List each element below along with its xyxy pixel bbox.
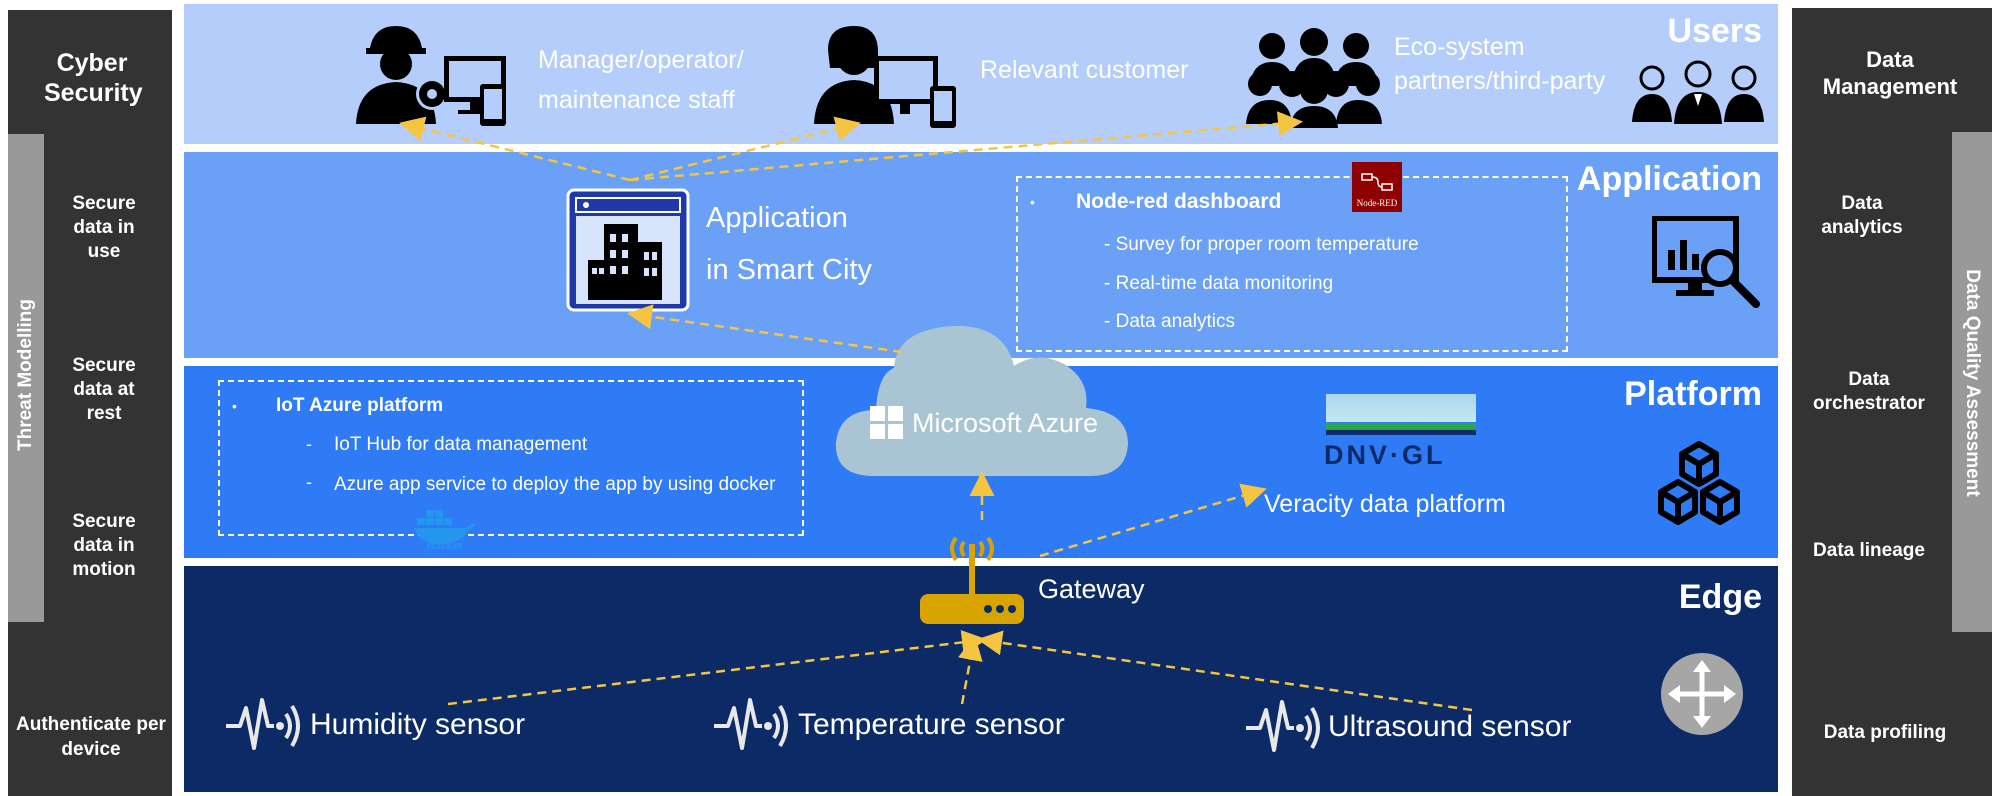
data-profiling-item: Data profiling xyxy=(1823,722,1947,743)
manager-label: Manager/operator/ maintenance staff xyxy=(538,46,744,114)
customer-label: Relevant customer xyxy=(980,56,1189,84)
temperature-label: Temperature sensor xyxy=(798,708,1065,741)
gateway-router-icon xyxy=(920,536,1024,624)
move-arrows-icon xyxy=(1661,653,1743,735)
users-people-icon xyxy=(1632,60,1764,124)
data-quality-bar xyxy=(1952,132,1992,632)
windows-logo-icon xyxy=(870,406,903,439)
arrow-ultrasound-to-gateway xyxy=(977,630,1473,712)
partners-group-icon xyxy=(1246,28,1382,128)
dashboard-item-3: - Data analytics xyxy=(1104,311,1235,332)
arrow-app-to-manager xyxy=(399,116,631,182)
temperature-sensor-icon xyxy=(714,698,788,750)
data-orchestrator-item: Data orchestrator xyxy=(1813,369,1925,414)
dnv-label: DNV·GL xyxy=(1324,440,1446,470)
dnv-logo-bar xyxy=(1326,394,1476,422)
iot-item-2: Azure app service to deploy the app by u… xyxy=(334,474,776,495)
arrow-temperature-to-gateway xyxy=(958,635,983,705)
iot-bullet: • xyxy=(232,398,237,414)
iot-dash-1: - xyxy=(306,434,312,454)
maintenance-worker-icon xyxy=(356,26,506,126)
secure-data-at-rest: Secure data at rest xyxy=(72,355,136,424)
node-red-dashboard-box xyxy=(1016,176,1568,352)
iot-azure-box xyxy=(218,380,804,536)
arrow-app-to-partners xyxy=(629,111,1303,182)
node-red-logo-text: Node-RED xyxy=(1356,198,1398,208)
smart-city-app-icon xyxy=(566,188,690,312)
arrow-humidity-to-gateway xyxy=(447,629,987,706)
edge-title: Edge xyxy=(1678,578,1762,616)
dnv-logo-stripe-2 xyxy=(1326,430,1476,435)
data-lineage-item: Data lineage xyxy=(1813,540,1925,561)
ultrasound-label: Ultrasound sensor xyxy=(1328,710,1572,743)
platform-title: Platform xyxy=(1624,375,1762,413)
humidity-label: Humidity sensor xyxy=(310,708,526,741)
users-title: Users xyxy=(1667,12,1762,50)
threat-modelling-bar xyxy=(8,134,44,622)
veracity-label: Veracity data platform xyxy=(1264,490,1506,518)
iot-title: IoT Azure platform xyxy=(276,395,444,416)
app-line-1: Application xyxy=(706,202,848,234)
azure-cloud-icon xyxy=(835,325,1128,476)
dashboard-item-2: - Real-time data monitoring xyxy=(1104,273,1334,294)
arrow-cloud-to-app xyxy=(627,304,903,354)
ultrasound-sensor-icon xyxy=(1246,700,1320,752)
cubes-icon xyxy=(1658,441,1740,525)
node-red-glyph-icon xyxy=(1361,173,1393,191)
partners-label: Eco-system partners/third-party xyxy=(1394,33,1606,95)
customer-icon xyxy=(814,26,956,128)
azure-label: Microsoft Azure xyxy=(912,408,1099,438)
authenticate-per-device: Authenticate per device xyxy=(16,714,166,760)
dashboard-item-1: - Survey for proper room temperature xyxy=(1104,234,1419,255)
docker-icon-label: docker xyxy=(426,540,464,552)
analytics-monitor-icon xyxy=(1652,216,1760,308)
node-red-logo: Node-RED xyxy=(1352,162,1402,212)
humidity-sensor-icon xyxy=(226,698,300,750)
gateway-label: Gateway xyxy=(1038,574,1145,604)
data-analytics-item: Data analytics xyxy=(1821,193,1903,238)
iot-item-1: IoT Hub for data management xyxy=(334,434,588,455)
application-band: Application xyxy=(184,152,1778,358)
data-management-title: Data Management xyxy=(1822,47,1958,99)
arrow-gateway-to-veracity xyxy=(1039,483,1267,558)
cyber-security-title: Cyber Security xyxy=(44,49,143,107)
dashboard-title: Node-red dashboard xyxy=(1076,190,1282,213)
secure-data-in-use: Secure data in use xyxy=(72,193,136,262)
secure-data-in-motion: Secure data in motion xyxy=(72,511,136,580)
dashboard-bullet: • xyxy=(1030,194,1035,210)
iot-dash-2: - xyxy=(306,472,312,492)
dnv-logo-stripe-1 xyxy=(1326,423,1476,429)
arrow-app-to-customer xyxy=(629,116,861,182)
application-title: Application xyxy=(1576,160,1762,198)
docker-icon xyxy=(414,510,476,544)
app-line-2: in Smart City xyxy=(706,254,872,286)
